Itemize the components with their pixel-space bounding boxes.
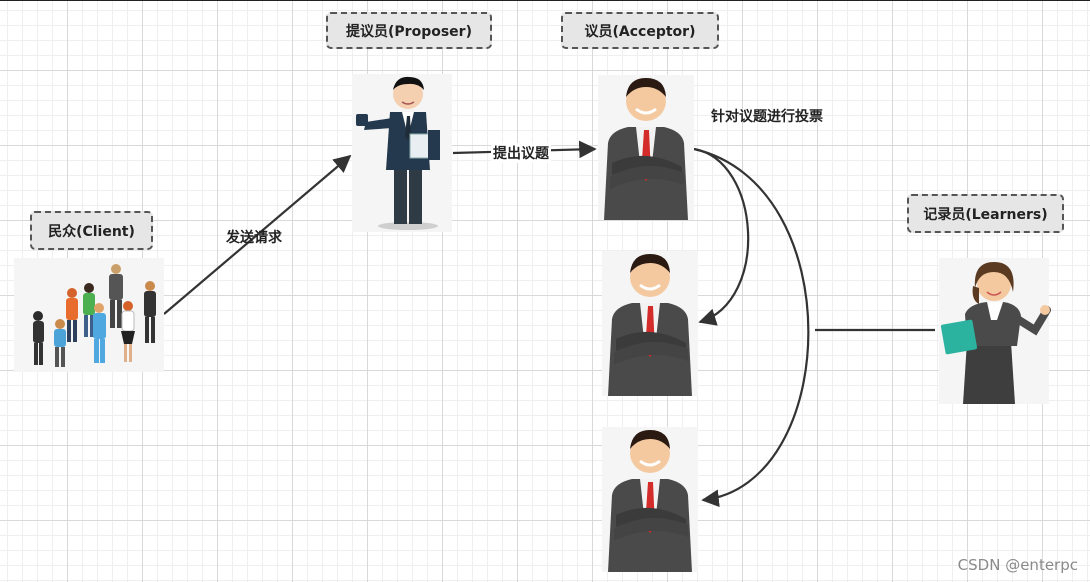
watermark: CSDN @enterpc	[957, 556, 1078, 574]
acceptor-to-acceptor2-arrow	[693, 147, 750, 326]
vote-label: 针对议题进行投票	[711, 109, 823, 125]
proposer-role-box: 提议员(Proposer)	[326, 12, 492, 49]
client-role-box: 民众(Client)	[30, 211, 153, 250]
acceptor-figure-3-image	[602, 427, 698, 572]
acceptor-figure-1-image	[598, 75, 694, 220]
propose-topic-label: 提出议题	[491, 143, 551, 163]
acceptor-figure-2-image	[602, 251, 698, 396]
acceptor-role-box: 议员(Acceptor)	[561, 12, 719, 49]
top-border	[0, 0, 1090, 1]
send-request-label: 发送请求	[226, 230, 282, 246]
acceptor-to-acceptor3-arrow	[693, 147, 810, 507]
learners-role-box: 记录员(Learners)	[907, 194, 1064, 233]
client-to-proposer-arrow	[163, 154, 352, 315]
client-crowd-image	[14, 258, 164, 372]
proposer-figure-image	[352, 74, 452, 232]
learner-figure-image	[939, 258, 1051, 404]
